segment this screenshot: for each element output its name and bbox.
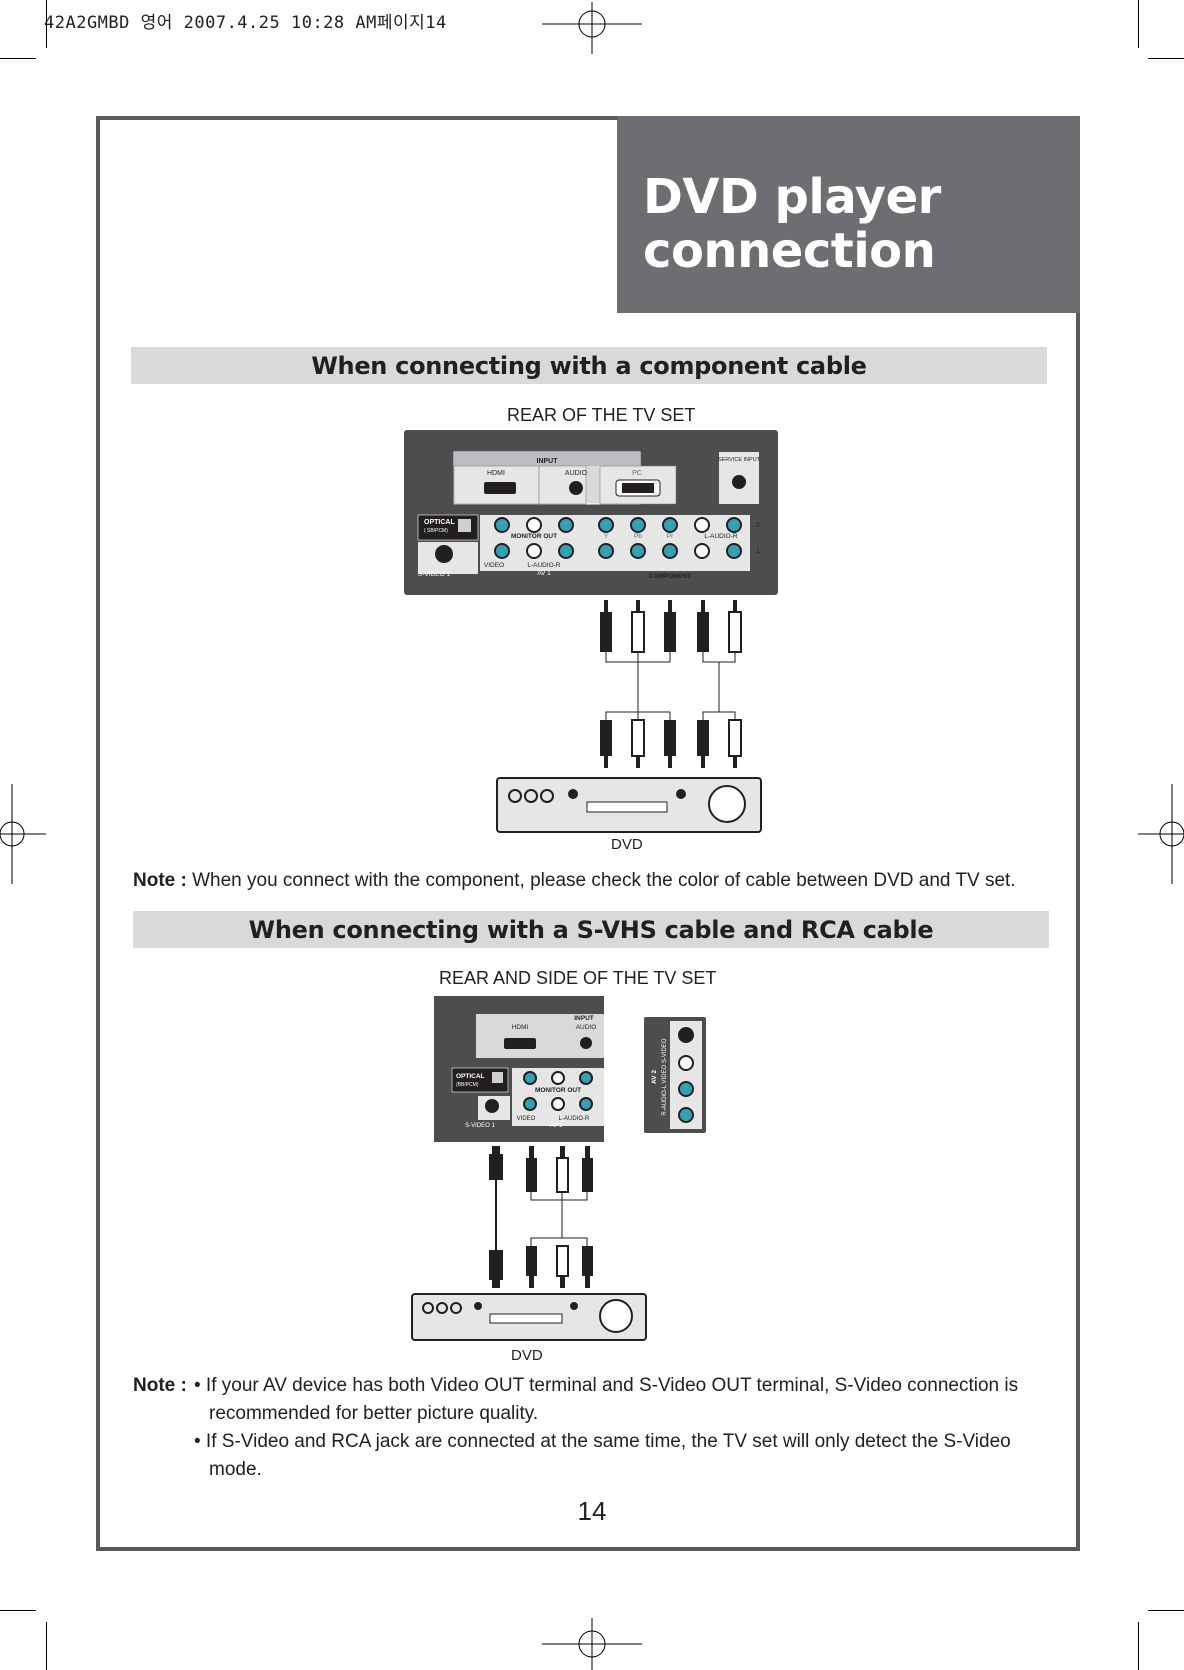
section-heading-svhs-text: When connecting with a S-VHS cable and R… xyxy=(248,915,934,944)
print-slug: 42A2GMBD 영어 2007.4.25 10:28 AM페이지14 xyxy=(44,13,447,33)
label-input: INPUT xyxy=(537,458,559,465)
registration-mark-top xyxy=(542,2,642,54)
note-svhs-bullet2: • If S-Video and RCA jack are connected … xyxy=(194,1431,1011,1452)
page-frame xyxy=(96,116,1080,1551)
label-comp-audio: L-AUDIO-R xyxy=(704,533,738,540)
note-svhs-bullet1: • If your AV device has both Video OUT t… xyxy=(194,1375,1019,1396)
vga-port xyxy=(622,483,654,493)
label-optical-2: OPTICAL xyxy=(456,1073,485,1080)
label-svideo1: S-VIDEO 1 xyxy=(418,571,451,578)
label-video-2: VIDEO xyxy=(517,1116,536,1122)
label-hdmi: HDMI xyxy=(487,470,505,477)
label-y: Y xyxy=(604,533,609,540)
label-pb: Pb xyxy=(634,533,642,540)
label-pr: Pr xyxy=(667,533,674,540)
tv-side-panel-av2: AV 2 R-AUDIO-L VIDEO S-VIDEO xyxy=(644,1017,706,1133)
label-av1-2: AV 1 xyxy=(550,1123,563,1129)
label-component: COMPONENT xyxy=(649,573,691,580)
label-optical: OPTICAL xyxy=(424,519,455,526)
label-video: VIDEO xyxy=(484,562,504,569)
component-cables xyxy=(600,600,742,768)
label-hdmi-2: HDMI xyxy=(512,1024,529,1031)
note-component: Note : When you connect with the compone… xyxy=(133,867,1016,895)
label-optical-sub-2: (BB/PCM) xyxy=(456,1082,479,1088)
service-jack xyxy=(732,475,746,489)
label-optical-sub: ( SB/PCM) xyxy=(424,528,448,534)
label-av1: AV 1 xyxy=(537,570,551,577)
section-heading-component: When connecting with a component cable xyxy=(131,347,1047,384)
registration-mark-bottom xyxy=(542,1618,642,1670)
caption-rear-side-tv: REAR AND SIDE OF THE TV SET xyxy=(439,968,717,988)
label-side-jacks: R-AUDIO-L VIDEO S-VIDEO xyxy=(662,1038,668,1115)
note-text-1: When you connect with the component, ple… xyxy=(192,870,1016,891)
note-svhs-label: Note : xyxy=(133,1375,187,1396)
label-pc: PC xyxy=(632,470,642,477)
label-audio: AUDIO xyxy=(565,470,588,477)
page-title-line2: connection xyxy=(643,223,936,279)
note-svhs-bullet2-cont: mode. xyxy=(209,1459,262,1480)
label-l-audio-r-2: L-AUDIO-R xyxy=(559,1116,590,1122)
label-monitor-out: MONITOR OUT xyxy=(511,533,557,540)
note-svhs-bullet1-cont: recommended for better picture quality. xyxy=(209,1403,539,1424)
label-num1: 1 xyxy=(756,548,760,555)
tv-rear-panel-svhs: INPUT HDMI AUDIO OPTICAL (BB/PCM) MONITO… xyxy=(434,996,604,1142)
tv-rear-panel-component: INPUT HDMI AUDIO PC SERVICE INPUT OPTICA… xyxy=(404,430,778,595)
label-num2: 2 xyxy=(756,522,760,529)
hdmi-port xyxy=(484,482,516,494)
page-title: DVD player connection xyxy=(643,170,941,278)
svhs-rca-cables xyxy=(489,1146,593,1288)
label-audio-2: AUDIO xyxy=(576,1024,597,1031)
label-service-input: SERVICE INPUT xyxy=(718,457,761,463)
section-heading-component-text: When connecting with a component cable xyxy=(311,351,867,380)
title-banner xyxy=(617,116,1080,313)
label-monitor-out-2: MONITOR OUT xyxy=(535,1087,581,1094)
label-svideo1-2: S-VIDEO 1 xyxy=(465,1123,495,1129)
section-heading-svhs: When connecting with a S-VHS cable and R… xyxy=(133,911,1049,948)
caption-dvd-1: DVD xyxy=(611,836,643,853)
caption-dvd-2: DVD xyxy=(511,1347,543,1364)
page-title-line1: DVD player xyxy=(643,169,941,225)
label-av2: AV 2 xyxy=(651,1070,658,1084)
registration-mark-right xyxy=(1138,784,1184,884)
note-label-1: Note : xyxy=(133,870,187,891)
label-l-audio-r: L-AUDIO-R xyxy=(527,562,561,569)
page-number: 14 xyxy=(577,1496,607,1526)
dvd-player-2 xyxy=(411,1293,647,1341)
label-input-2: INPUT xyxy=(574,1015,594,1022)
audio-jack xyxy=(569,481,583,495)
dvd-player-1 xyxy=(496,777,762,833)
caption-rear-tv: REAR OF THE TV SET xyxy=(507,405,696,425)
registration-mark-left xyxy=(0,784,46,884)
